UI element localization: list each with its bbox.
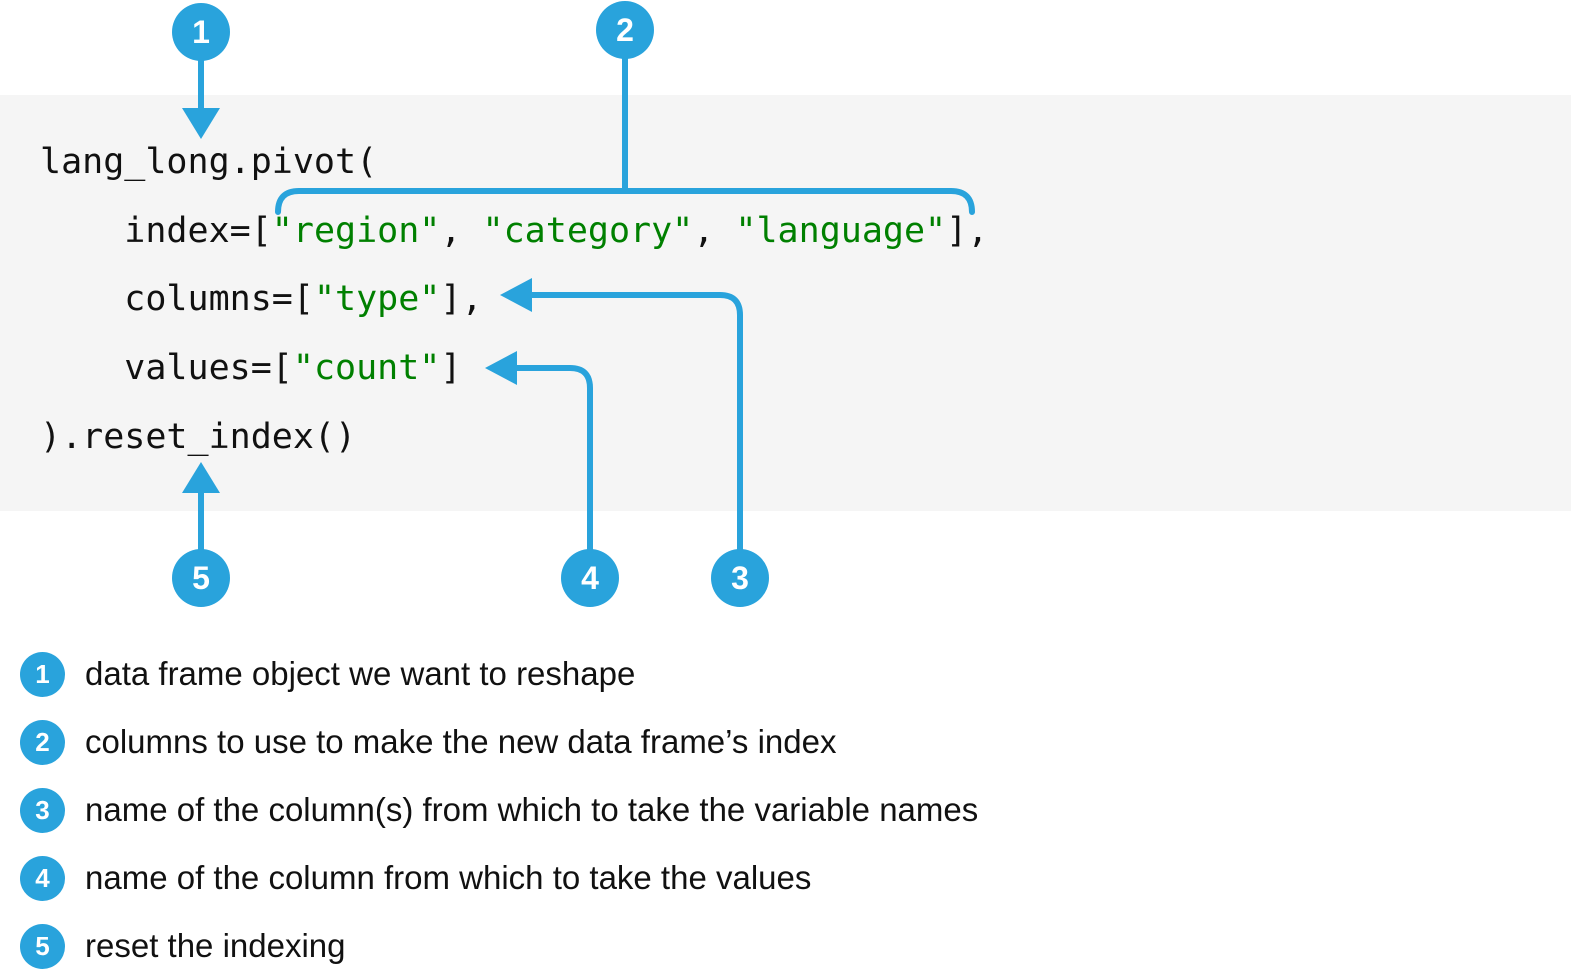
legend-badge-1[interactable]: 1 — [20, 651, 65, 697]
code-token: ] — [440, 348, 462, 389]
code-token: ], — [946, 210, 989, 251]
legend-item: 3 name of the column(s) from which to tak… — [20, 776, 1420, 844]
code-token: index=[ — [40, 210, 272, 251]
code-token: lang_long.pivot( — [40, 142, 378, 182]
legend-item: 2 columns to use to make the new data fra… — [20, 708, 1420, 776]
code-line-2: index=["region", "category", "language"]… — [40, 197, 988, 266]
legend-item: 5 reset the indexing — [20, 912, 1420, 971]
code-string-literal: "type" — [313, 279, 441, 320]
code-token: , — [440, 210, 483, 251]
code-token: ).reset_index() — [40, 416, 357, 457]
legend-item: 4 name of the column from which to take t… — [20, 844, 1420, 912]
legend-badge-3[interactable]: 3 — [20, 787, 65, 833]
legend-item-label: columns to use to make the new data fram… — [85, 723, 837, 760]
callout-badge-4[interactable]: 4 — [561, 549, 619, 607]
legend-item-label: name of the column(s) from which to take… — [85, 791, 979, 828]
code-token: , — [693, 210, 736, 251]
code-line-5: ).reset_index() — [40, 403, 988, 472]
legend-item-label: name of the column from which to take th… — [85, 859, 812, 896]
legend-badge-2[interactable]: 2 — [20, 719, 65, 765]
callout-badge-2[interactable]: 2 — [596, 1, 654, 59]
code-token: ], — [440, 279, 483, 320]
code-line-3: columns=["type"], — [40, 265, 988, 334]
legend-badge-4[interactable]: 4 — [20, 855, 65, 901]
code-background-band — [0, 95, 1571, 511]
code-string-literal: "language" — [735, 210, 947, 251]
callout-badge-5[interactable]: 5 — [172, 549, 230, 607]
code-string-literal: "category" — [482, 210, 694, 251]
code-token: values=[ — [40, 348, 293, 389]
code-block: lang_long.pivot( index=["region", "categ… — [40, 128, 988, 471]
legend-item: 1 data frame object we want to reshape — [20, 640, 1420, 708]
legend-item-label: data frame object we want to reshape — [85, 655, 636, 692]
code-string-literal: "count" — [292, 348, 441, 389]
callout-badge-3[interactable]: 3 — [711, 549, 769, 607]
code-line-1: lang_long.pivot( — [40, 128, 988, 197]
legend-badge-5[interactable]: 5 — [20, 923, 65, 969]
callout-badge-1[interactable]: 1 — [172, 3, 230, 61]
code-string-literal: "region" — [271, 210, 441, 251]
code-token: columns=[ — [40, 279, 314, 320]
legend-list: 1 data frame object we want to reshape 2 co… — [20, 640, 1420, 971]
code-line-4: values=["count"] — [40, 334, 988, 403]
legend-item-label: reset the indexing — [85, 927, 346, 964]
